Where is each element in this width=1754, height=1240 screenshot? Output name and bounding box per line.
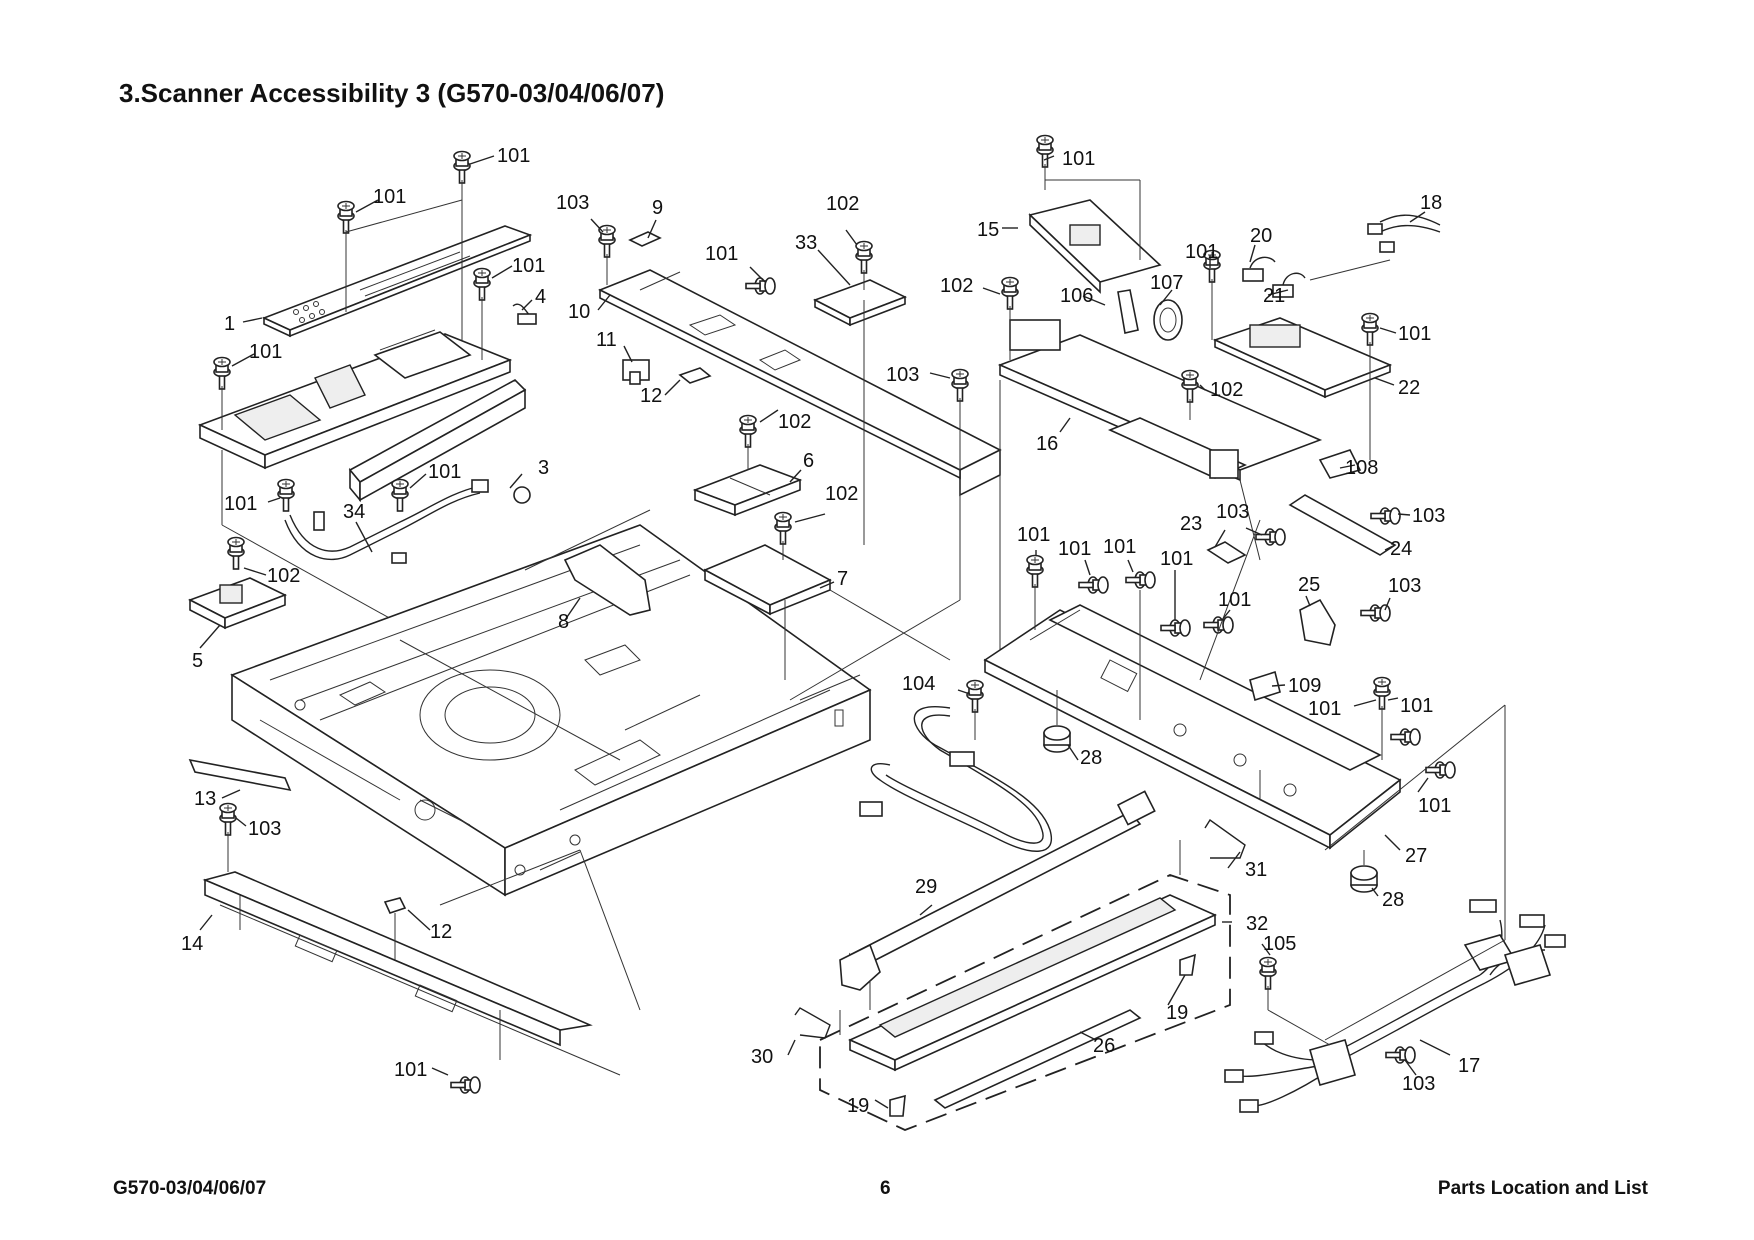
callout-label: 101 <box>512 255 545 277</box>
carriage-rail-assembly <box>983 494 1506 940</box>
callout-label: 21 <box>1263 285 1285 307</box>
callout-label: 32 <box>1246 913 1268 935</box>
callout-label: 101 <box>1185 241 1218 263</box>
callout-label: 103 <box>1402 1073 1435 1095</box>
callout-label: 31 <box>1245 859 1267 881</box>
callout-label: 102 <box>778 411 811 433</box>
callout-label: 102 <box>267 565 300 587</box>
callout-label: 101 <box>1398 323 1431 345</box>
callout-label: 28 <box>1382 889 1404 911</box>
callout-label: 6 <box>803 450 814 472</box>
callout-label: 107 <box>1150 272 1183 294</box>
callout-label: 15 <box>977 219 999 241</box>
callout-label: 103 <box>1388 575 1421 597</box>
callout-label: 20 <box>1250 225 1272 247</box>
callout-label: 24 <box>1390 538 1412 560</box>
callout-label: 108 <box>1345 457 1378 479</box>
callout-label: 9 <box>652 197 663 219</box>
callout-label: 103 <box>1216 501 1249 523</box>
callout-label: 101 <box>249 341 282 363</box>
callout-label: 101 <box>1418 795 1451 817</box>
callout-label: 101 <box>224 493 257 515</box>
scanner-frame <box>230 224 1002 897</box>
page-title: 3.Scanner Accessibility 3 (G570-03/04/06… <box>119 78 665 108</box>
callout-label: 28 <box>1080 747 1102 769</box>
callout-label: 102 <box>1210 379 1243 401</box>
callout-label: 22 <box>1398 377 1420 399</box>
callout-label: 102 <box>825 483 858 505</box>
callout-label: 29 <box>915 876 937 898</box>
callout-label: 16 <box>1036 433 1058 455</box>
callout-label: 23 <box>1180 513 1202 535</box>
callout-label: 19 <box>847 1095 869 1117</box>
callout-label: 103 <box>556 192 589 214</box>
callout-label: 12 <box>640 385 662 407</box>
callout-label: 101 <box>1103 536 1136 558</box>
callout-label: 13 <box>194 788 216 810</box>
callout-label: 105 <box>1263 933 1296 955</box>
callout-label: 4 <box>535 286 546 308</box>
callout-label: 11 <box>596 329 617 351</box>
callout-label: 18 <box>1420 192 1442 214</box>
callout-label: 103 <box>248 818 281 840</box>
callout-label: 1 <box>224 313 235 335</box>
callout-label: 103 <box>1412 505 1445 527</box>
callout-label: 101 <box>1400 695 1433 717</box>
callout-label: 8 <box>558 611 569 633</box>
callout-label: 26 <box>1093 1035 1115 1057</box>
callout-label: 12 <box>430 921 452 943</box>
callout-label: 30 <box>751 1046 773 1068</box>
callout-label: 101 <box>1017 524 1050 546</box>
callout-label: 101 <box>394 1059 427 1081</box>
callout-label: 101 <box>1062 148 1095 170</box>
callout-label: 101 <box>428 461 461 483</box>
callout-label: 101 <box>497 145 530 167</box>
callout-label: 101 <box>1218 589 1251 611</box>
callout-label: 25 <box>1298 574 1320 596</box>
callout-label: 17 <box>1458 1055 1480 1077</box>
callout-label: 101 <box>1058 538 1091 560</box>
footer-model: G570-03/04/06/07 <box>113 1178 267 1199</box>
callout-label: 19 <box>1166 1002 1188 1024</box>
callout-label: 104 <box>902 673 935 695</box>
harness-assembly <box>1224 899 1566 1113</box>
operation-panel-assembly <box>188 150 537 661</box>
callout-label: 101 <box>1308 698 1341 720</box>
callout-label: 101 <box>373 186 406 208</box>
footer-page-number: 6 <box>880 1178 891 1199</box>
lamp-and-harness <box>794 679 1246 1131</box>
callout-label: 14 <box>181 933 203 955</box>
callout-label: 3 <box>538 457 549 479</box>
callout-label: 5 <box>192 650 203 672</box>
callout-labels: 101 101 101 4 1 101 101 3 101 34 102 5 1… <box>181 145 1480 1117</box>
footer-section: Parts Location and List <box>1437 1178 1648 1199</box>
callout-label: 102 <box>940 275 973 297</box>
callout-label: 101 <box>1160 548 1193 570</box>
callout-label: 34 <box>343 501 365 523</box>
callout-label: 10 <box>568 301 590 323</box>
front-rail-assembly <box>188 758 641 1094</box>
callout-label: 33 <box>795 232 817 254</box>
callout-leaders <box>199 155 1451 1109</box>
callout-label: 106 <box>1060 285 1093 307</box>
callout-label: 7 <box>837 568 848 590</box>
callout-label: 103 <box>886 364 919 386</box>
sensor-board-assembly <box>997 134 1441 660</box>
callout-label: 102 <box>826 193 859 215</box>
callout-label: 109 <box>1288 675 1321 697</box>
callout-label: 101 <box>705 243 738 265</box>
callout-label: 27 <box>1405 845 1427 867</box>
